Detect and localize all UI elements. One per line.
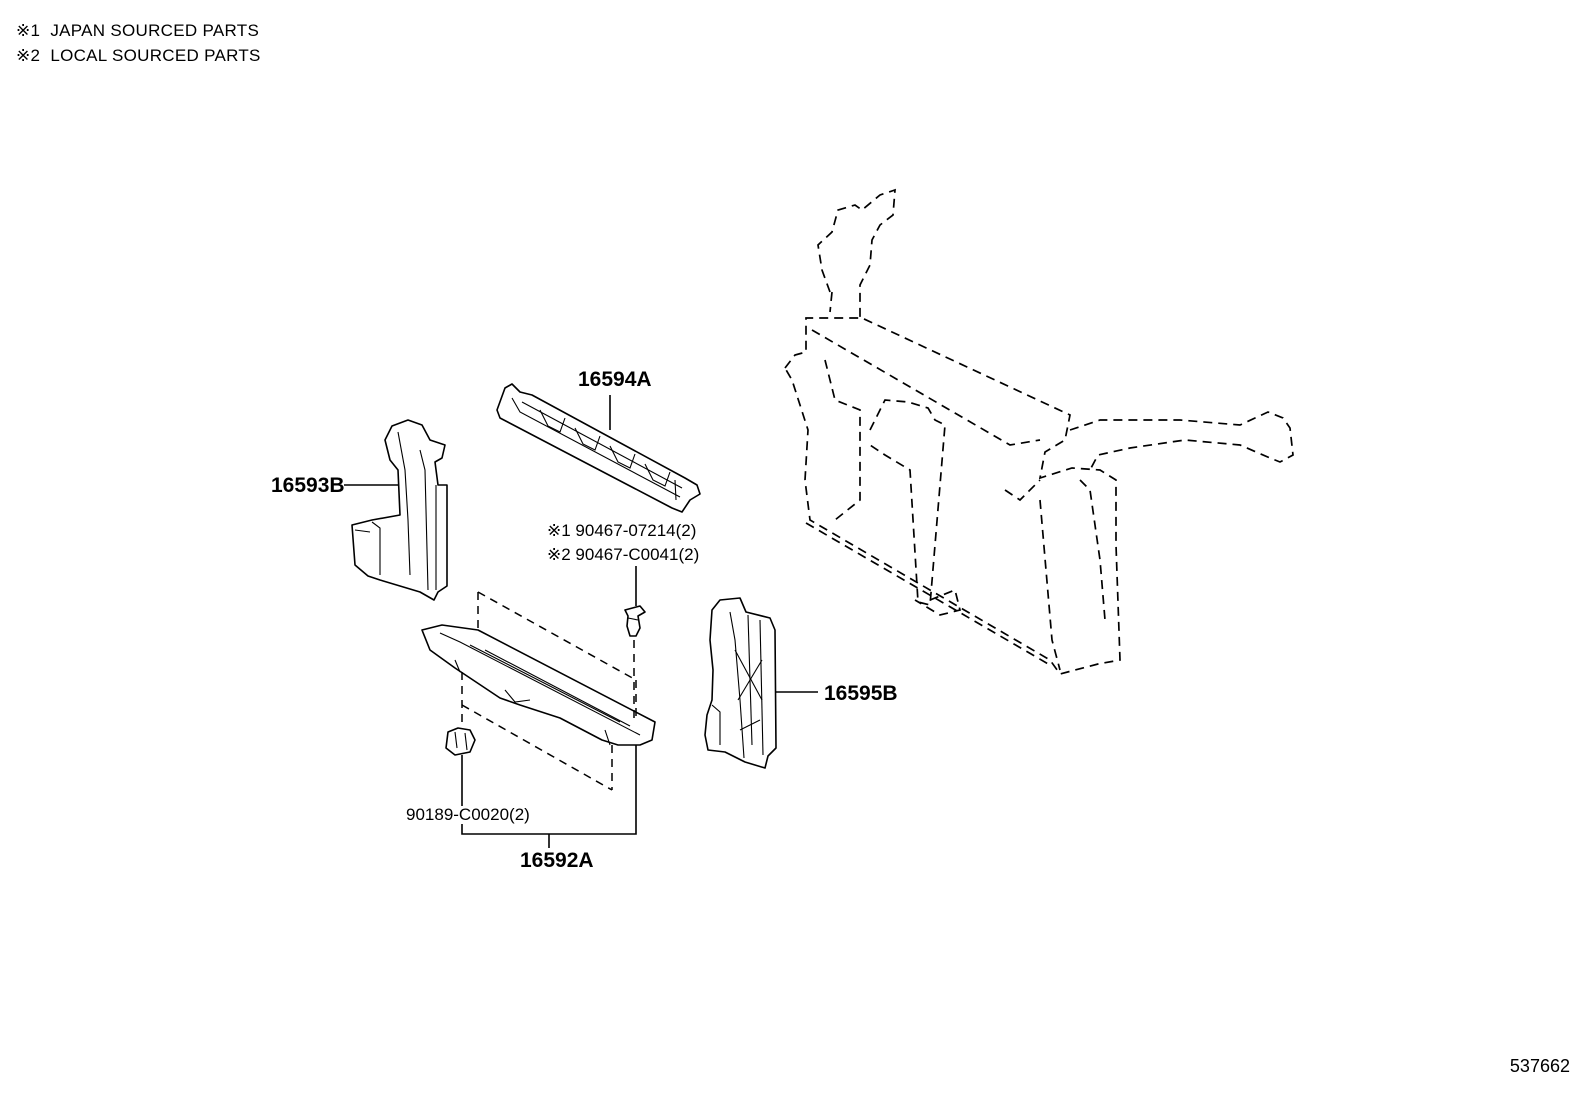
part-16593b-left-seal [351, 419, 448, 601]
legend-mark-1: ※1 [16, 21, 41, 40]
assembly-dashes [461, 591, 637, 791]
part-16592a-lower-seal [421, 624, 656, 746]
legend-mark-2: ※2 [16, 46, 41, 65]
legend-text-2: LOCAL SOURCED PARTS [50, 46, 261, 65]
diagram-reference-number: 537662 [1509, 1056, 1570, 1076]
radiator-support-ghost [783, 188, 1294, 675]
label-16595b: 16595B [824, 682, 898, 705]
label-nut: 90189-C0020(2) [406, 805, 530, 824]
part-16595b-right-seal [704, 597, 777, 769]
legend-text-1: JAPAN SOURCED PARTS [50, 21, 260, 40]
label-16592a: 16592A [520, 849, 594, 872]
part-16594a-upper-seal [496, 383, 701, 513]
nut-icon [445, 727, 476, 756]
leader-lines [344, 395, 818, 848]
label-clip-japan: ※1 90467-07214(2) [547, 521, 696, 540]
legend-row-local: ※2 LOCAL SOURCED PARTS [16, 43, 271, 68]
legend: ※1 JAPAN SOURCED PARTS ※2 LOCAL SOURCED PA… [16, 18, 271, 68]
label-16594a: 16594A [578, 368, 652, 391]
clip-icon [624, 605, 646, 637]
label-clip-local: ※2 90467-C0041(2) [547, 545, 699, 564]
legend-row-japan: ※1 JAPAN SOURCED PARTS [16, 18, 271, 43]
label-16593b: 16593B [271, 474, 345, 497]
